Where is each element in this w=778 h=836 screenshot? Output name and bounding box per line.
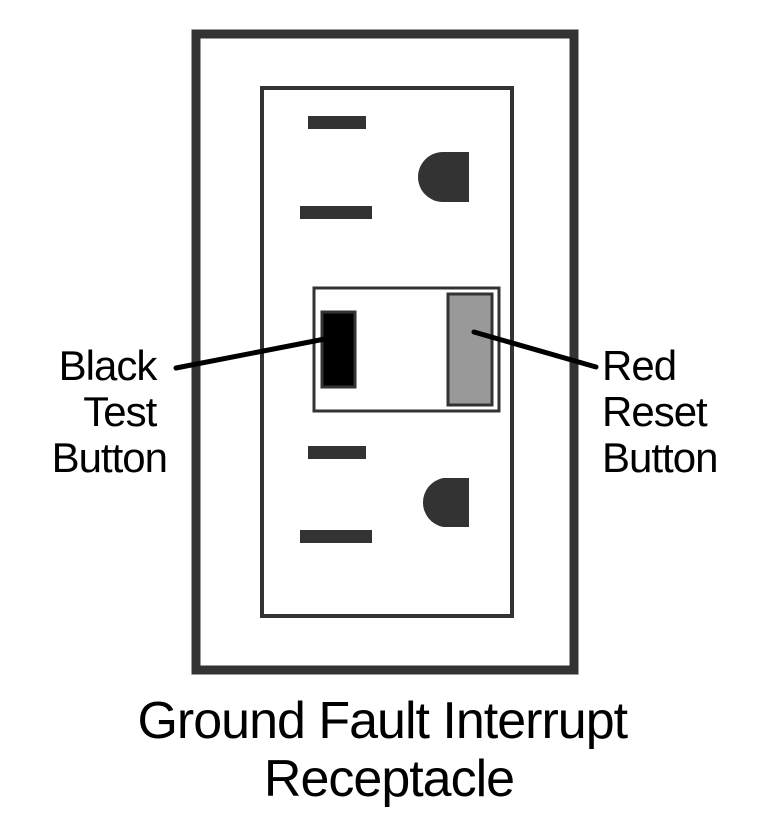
caption-line-2: Receptacle xyxy=(264,750,514,808)
test-button-leader-line xyxy=(173,335,333,371)
test-button-label-line-3: Button xyxy=(52,434,167,481)
upper-outlet xyxy=(300,116,469,219)
upper-hot-slot xyxy=(300,206,372,219)
reset-button-label-line-2: Reset xyxy=(602,388,708,435)
test-button-label-line-2: Test xyxy=(83,388,157,435)
lower-ground-hole xyxy=(422,478,469,527)
lower-hot-slot xyxy=(300,530,372,543)
reset-button-leader-line xyxy=(471,329,599,370)
test-button-label: Black Test Button xyxy=(52,342,167,481)
reset-button-label-line-3: Button xyxy=(602,434,717,481)
upper-ground-hole xyxy=(418,152,469,202)
test-button-label-line-1: Black xyxy=(59,342,159,389)
lower-neutral-slot xyxy=(308,446,366,459)
caption-line-1: Ground Fault Interrupt xyxy=(137,692,628,750)
reset-button[interactable] xyxy=(446,292,494,407)
reset-button-label: Red Reset Button xyxy=(602,342,717,481)
upper-neutral-slot xyxy=(308,116,366,129)
reset-button-label-line-1: Red xyxy=(602,342,676,389)
lower-outlet xyxy=(300,446,469,543)
diagram-caption: Ground Fault Interrupt Receptacle xyxy=(137,692,640,808)
test-button[interactable] xyxy=(320,310,357,389)
